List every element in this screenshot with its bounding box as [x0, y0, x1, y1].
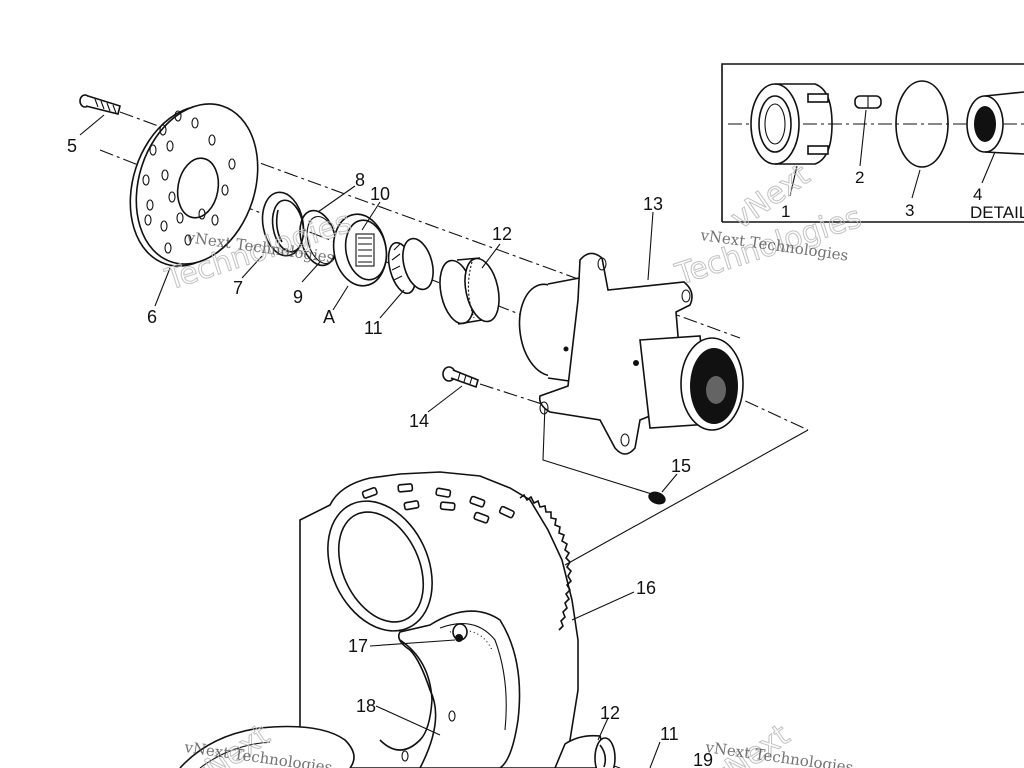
hub-clutch-part-10 [332, 213, 388, 287]
callout-12-lower: 12 [600, 703, 620, 723]
bearing-cone-part-11 [387, 237, 434, 295]
callout-14: 14 [409, 411, 429, 431]
callout-15: 15 [671, 456, 691, 476]
callout-9: 9 [293, 287, 303, 307]
callout-13: 13 [643, 194, 663, 214]
rim-part-18 [379, 610, 521, 768]
set-screw-part-15 [648, 491, 666, 505]
axis-line-to-tire [564, 429, 809, 566]
callout-10: 10 [370, 184, 390, 204]
detail-callout-2: 2 [855, 168, 864, 187]
axis-line-setscrew [542, 404, 656, 496]
callout-19: 19 [693, 750, 713, 768]
callout-11-upper: 11 [364, 318, 383, 338]
lower-rim-face [179, 725, 355, 768]
callout-A: A [323, 307, 335, 327]
callout-11-lower: 11 [660, 724, 679, 744]
callout-7: 7 [233, 278, 243, 298]
axis-line-bolt14 [479, 383, 546, 406]
detail-o-ring [895, 80, 949, 168]
detail-callout-4: 4 [973, 185, 982, 204]
detail-gear [966, 91, 1024, 155]
watermark-4: vNext vNext Technologies [703, 717, 854, 768]
leader-lines [79, 114, 678, 768]
hub-bolt-part-14 [442, 366, 479, 389]
detail-callout-1: 1 [781, 202, 790, 221]
detail-inset: 1 2 3 4 DETAIL [721, 63, 1024, 223]
callout-12-upper: 12 [492, 224, 512, 244]
brake-disc-part-6 [129, 103, 259, 267]
callout-17: 17 [348, 636, 368, 656]
callout-16: 16 [636, 578, 656, 598]
callout-6: 6 [147, 307, 157, 327]
bearing-cup-part-12 [439, 257, 500, 325]
bearing-cup-lower-part-12 [554, 734, 616, 768]
watermark-2: vNext Technologies vNext Technologies [670, 157, 866, 293]
detail-label: DETAIL [970, 203, 1024, 222]
detail-pin [854, 95, 882, 109]
detail-clutch-housing [750, 83, 833, 165]
callout-8: 8 [355, 170, 365, 190]
bolt-part-5 [79, 94, 121, 115]
callout-5: 5 [67, 136, 77, 156]
seal-part-7 [261, 191, 305, 257]
hub-part-13 [518, 252, 744, 455]
detail-callout-3: 3 [905, 201, 914, 220]
callout-18: 18 [356, 696, 376, 716]
